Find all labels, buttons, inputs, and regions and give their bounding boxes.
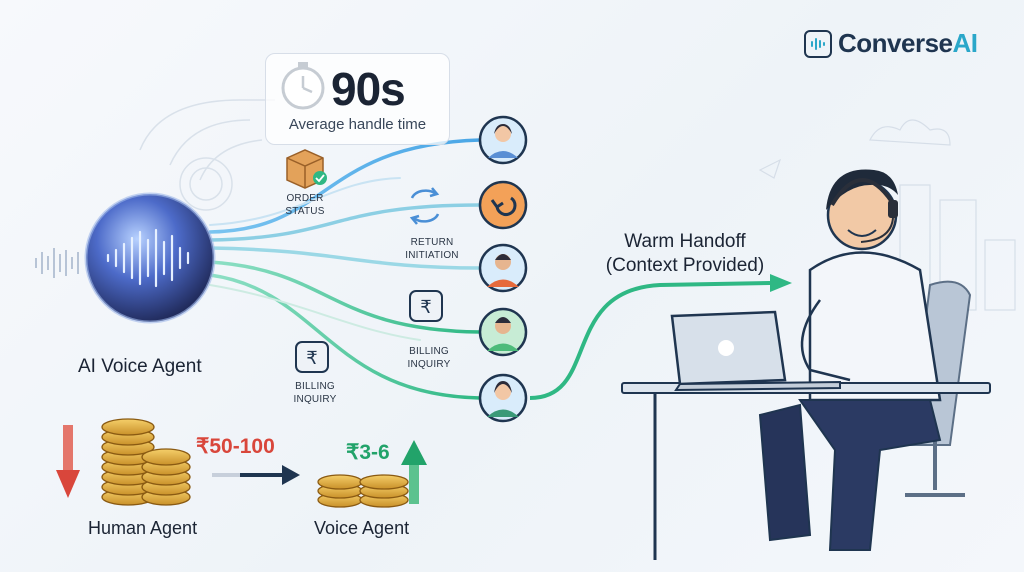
- orb-waveform: [106, 228, 190, 288]
- intent-label-billing-inquiry-2: BILLING INQUIRY: [282, 380, 348, 406]
- rupee-icon: ₹: [409, 290, 443, 322]
- customer-avatar-3: [478, 243, 528, 293]
- support-agent: [758, 169, 972, 551]
- sound-wave-left: [35, 248, 79, 278]
- voice-cost-value: ₹3-6: [346, 441, 390, 464]
- coin-stack-small: [317, 474, 409, 508]
- package-icon: [286, 149, 327, 189]
- refresh-icon: [409, 187, 440, 225]
- customer-avatar-2: [478, 180, 528, 230]
- laptop: [670, 310, 841, 392]
- intent-label-line2: INQUIRY: [407, 359, 451, 370]
- intent-label-billing-inquiry-1: BILLING INQUIRY: [396, 345, 462, 371]
- rupee-icon-2: ₹: [295, 341, 329, 373]
- intent-label-line2: INQUIRY: [293, 394, 337, 405]
- brand-logo[interactable]: ConverseAI: [804, 28, 978, 59]
- human-agent-label: Human Agent: [88, 518, 198, 538]
- customer-avatar-1: [478, 115, 528, 165]
- intent-label-line1: BILLING: [409, 346, 449, 357]
- svg-text:₹: ₹: [420, 297, 431, 318]
- transition-arrow-icon: [212, 465, 300, 485]
- handle-time-card: 90s Average handle time: [265, 53, 450, 145]
- handle-time-value: 90s: [331, 63, 406, 115]
- brand-name: ConverseAI: [838, 28, 978, 59]
- brand-name-accent: AI: [952, 28, 979, 58]
- svg-text:₹: ₹: [306, 348, 317, 369]
- handoff-line: [529, 281, 771, 400]
- voice-agent-label: Voice Agent: [314, 518, 410, 538]
- customer-avatar-5: [478, 373, 528, 423]
- intent-label-order-status: ORDER STATUS: [272, 192, 338, 218]
- handoff-arrowhead: [770, 274, 792, 292]
- intent-label-return-initiation: RETURN INITIATION: [394, 236, 470, 262]
- brand-name-main: Converse: [838, 28, 953, 58]
- customer-avatar-4: [478, 307, 528, 357]
- circuit-lines: [139, 99, 275, 211]
- intent-label-line1: ORDER: [286, 193, 324, 204]
- handle-time-caption: Average handle time: [288, 116, 427, 133]
- intent-label-line1: RETURN: [410, 237, 454, 248]
- intent-label-line2: INITIATION: [405, 250, 459, 261]
- human-cost-value: ₹50-100: [196, 435, 275, 458]
- intent-label-line2: STATUS: [285, 206, 325, 217]
- down-arrow-icon: [56, 425, 80, 498]
- ai-agent-label: AI Voice Agent: [78, 356, 202, 377]
- handoff-subtitle: (Context Provided): [605, 255, 765, 276]
- handoff-label: Warm Handoff (Context Provided): [592, 230, 778, 278]
- chat-waveform-icon: [804, 29, 832, 58]
- flow-lines: [208, 138, 482, 400]
- handoff-title: Warm Handoff: [624, 231, 746, 252]
- city-skyline: [758, 119, 1016, 311]
- intent-label-line1: BILLING: [295, 381, 335, 392]
- coin-stack-large: [101, 418, 191, 506]
- up-arrow-icon: [401, 440, 427, 504]
- ai-orb: [86, 194, 214, 322]
